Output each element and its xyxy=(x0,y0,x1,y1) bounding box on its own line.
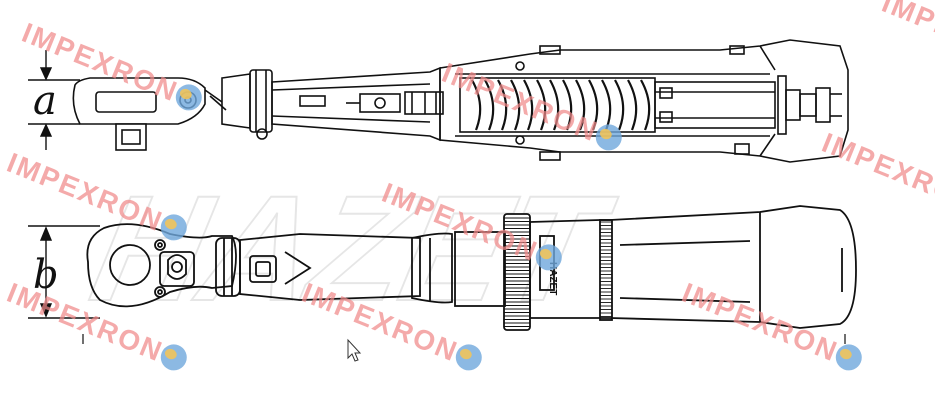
globe-icon xyxy=(160,344,187,371)
dimension-b-marker xyxy=(28,225,100,319)
globe-icon xyxy=(160,214,187,241)
svg-text:IMPEXRON: IMPEXRON xyxy=(818,127,935,218)
globe-icon xyxy=(455,344,482,371)
globe-icon xyxy=(835,344,862,371)
svg-text:IMPEXRON: IMPEXRON xyxy=(878,0,935,78)
impexron-watermark: IMPEXRON xyxy=(818,127,935,218)
dimension-a-marker xyxy=(28,50,80,150)
grip-knurling xyxy=(504,217,612,327)
impexron-watermark: IMPEXRON xyxy=(678,277,862,371)
dimension-b-label: b xyxy=(33,252,59,298)
coil-spring xyxy=(471,79,651,131)
impexron-watermark: IMPEXRON xyxy=(878,0,935,78)
dimension-a-label: a xyxy=(33,78,57,124)
brand-badge-text: HAZET xyxy=(547,262,558,295)
globe-icon xyxy=(175,84,202,111)
mouse-pointer-icon xyxy=(347,338,362,362)
globe-icon xyxy=(535,244,562,271)
globe-icon xyxy=(595,124,622,151)
brand-ghost-lettering: HAZET xyxy=(79,166,626,333)
